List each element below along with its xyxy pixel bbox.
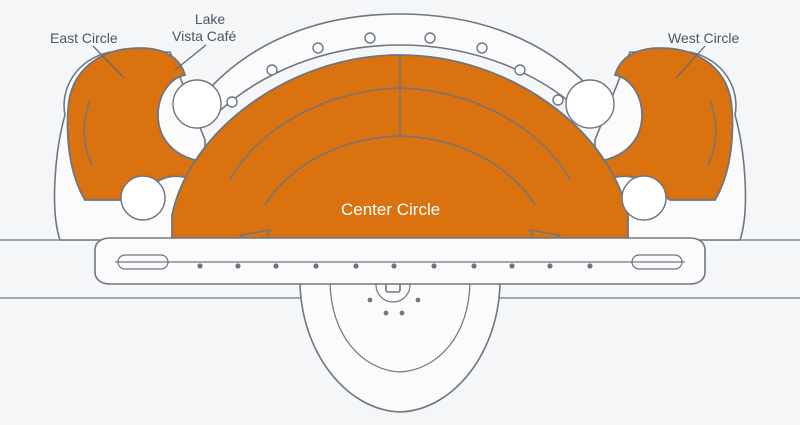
rail-slot-right	[631, 254, 683, 270]
lake-vista-cafe-label-line2: Vista Café	[172, 28, 237, 44]
perimeter-markers	[226, 32, 564, 108]
east-rest-area	[120, 175, 166, 221]
lake-vista-cafe-label-line1: Lake	[194, 11, 226, 27]
seating-rail	[94, 237, 706, 285]
center-circle-label: Center Circle	[341, 200, 441, 219]
west-inner-aisle	[707, 99, 717, 166]
west-rest-area	[621, 175, 667, 221]
east-inner-aisle	[83, 99, 93, 166]
west-circle-section[interactable]	[604, 47, 734, 201]
lake-vista-cafe-area[interactable]	[172, 79, 222, 129]
east-circle-label: East Circle	[50, 30, 118, 46]
west-circle-label: West Circle	[668, 30, 740, 46]
west-upper-rest-area	[565, 79, 615, 129]
east-circle-leader	[92, 45, 125, 79]
lake-vista-cafe-leader	[174, 44, 207, 71]
stage-lobby	[299, 279, 501, 413]
center-aisle-lower	[264, 135, 536, 206]
rail-slot-left	[117, 254, 169, 270]
rail-seat-markers	[197, 263, 593, 269]
stage-front-markers	[367, 297, 421, 316]
west-circle-leader	[675, 45, 706, 79]
east-circle-section[interactable]	[66, 47, 196, 201]
stage-inner-ring	[329, 279, 471, 373]
